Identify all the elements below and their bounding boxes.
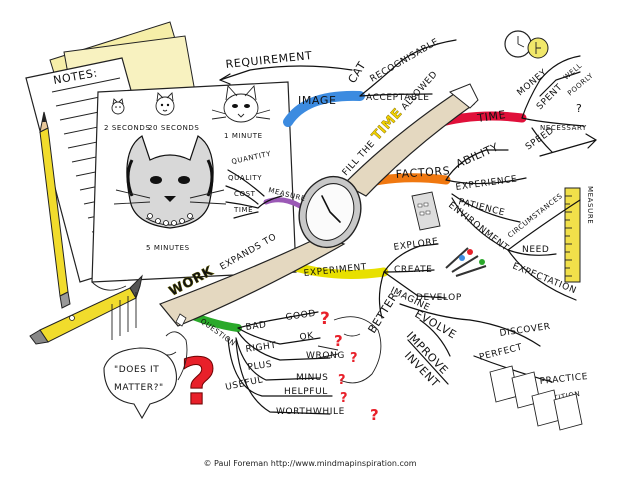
red-question-mark-icon: ? bbox=[340, 391, 348, 406]
word-quality: QUALITY bbox=[228, 174, 262, 182]
word-practice: PRACTICE bbox=[539, 372, 588, 387]
word-cost: COST bbox=[234, 190, 256, 198]
cat-label-5-minutes: 5 MINUTES bbox=[146, 244, 190, 252]
copyright-credit[interactable]: © Paul Foreman http://www.mindmapinspira… bbox=[203, 459, 417, 468]
word-better: BETTER bbox=[366, 290, 401, 336]
big-question-mark-icon: ? bbox=[180, 346, 217, 420]
word-helpful: HELPFUL bbox=[284, 387, 328, 397]
word-discover: DISCOVER bbox=[499, 322, 551, 339]
cat-label-2-seconds: 2 SECONDS bbox=[104, 124, 150, 132]
wristwatch bbox=[159, 83, 479, 327]
cat-label-1-minute: 1 MINUTE bbox=[224, 132, 263, 140]
word-perfect: PERFECT bbox=[478, 343, 523, 363]
red-question-mark-icon: ? bbox=[370, 406, 379, 424]
watch-strap-lower bbox=[159, 235, 346, 327]
branch-lines bbox=[219, 39, 585, 415]
ruler-drawing bbox=[564, 187, 581, 283]
word-useful: USEFUL bbox=[225, 375, 265, 393]
word-plus: PLUS bbox=[247, 360, 273, 373]
word-time-left: TIME bbox=[233, 206, 253, 214]
word-image: IMAGE bbox=[298, 94, 337, 107]
word-cat: CAT bbox=[346, 59, 369, 85]
speech-bubble-line-2: MATTER?" bbox=[114, 383, 164, 393]
pencil-drawing bbox=[39, 111, 71, 309]
cat-sketch-5-minutes bbox=[113, 135, 227, 229]
word-minus: MINUS bbox=[296, 373, 328, 383]
word-factors: FACTORS bbox=[395, 164, 450, 181]
red-question-mark-icon: ? bbox=[338, 373, 346, 388]
speech-bubble: "DOES IT MATTER?" bbox=[103, 347, 178, 420]
word-acceptable: ACCEPTABLE bbox=[366, 93, 430, 103]
cat-sketch-20-seconds bbox=[155, 92, 175, 116]
word-develop: DEVELOP bbox=[416, 293, 462, 303]
pen-nib-strokes bbox=[111, 292, 137, 340]
sleeping-cat-sketch bbox=[317, 316, 382, 384]
image-branch-ribbon bbox=[283, 90, 365, 127]
word-right: RIGHT bbox=[245, 341, 277, 355]
word-need: NEED bbox=[522, 245, 549, 255]
calculator-sketch bbox=[411, 191, 441, 231]
word-bad: BAD bbox=[245, 320, 267, 333]
red-question-mark-icon: ? bbox=[350, 351, 358, 366]
word-wrong: WRONG bbox=[306, 351, 345, 361]
word-time: TIME bbox=[476, 108, 507, 125]
word-necessary: NECESSARY bbox=[540, 124, 587, 132]
red-question-marks: ? ? ? ? ? ? bbox=[320, 309, 379, 424]
cat-sketch-2-seconds bbox=[111, 98, 125, 115]
word-explore: EXPLORE bbox=[393, 237, 439, 253]
practice-sheets bbox=[489, 365, 583, 431]
clock-and-coin bbox=[504, 30, 549, 59]
question-mark-small: ? bbox=[576, 102, 582, 115]
speech-bubble-line-1: "DOES IT bbox=[114, 365, 159, 375]
word-experience: EXPERIENCE bbox=[455, 174, 518, 193]
word-ok: OK bbox=[299, 331, 315, 343]
cat-drawings-sheet: 2 SECONDS 20 SECONDS 1 MINUTE 5 MINUTES bbox=[91, 81, 297, 291]
red-question-mark-icon: ? bbox=[320, 309, 330, 329]
word-worthwhile: WORTHWHILE bbox=[276, 407, 345, 417]
pen-drawing bbox=[29, 274, 143, 345]
cat-sketch-1-minute bbox=[211, 84, 271, 123]
paint-tools-sketch bbox=[445, 247, 487, 277]
speed-arrow-icon bbox=[539, 133, 597, 157]
word-ability: ABILITY bbox=[454, 140, 501, 170]
word-good: GOOD bbox=[285, 309, 317, 323]
word-measure-right: MEASURE bbox=[586, 186, 594, 224]
watch-hands bbox=[321, 195, 341, 223]
word-create: CREATE bbox=[394, 265, 432, 275]
red-question-mark-icon: ? bbox=[334, 332, 343, 350]
cat-label-20-seconds: 20 SECONDS bbox=[148, 124, 199, 132]
